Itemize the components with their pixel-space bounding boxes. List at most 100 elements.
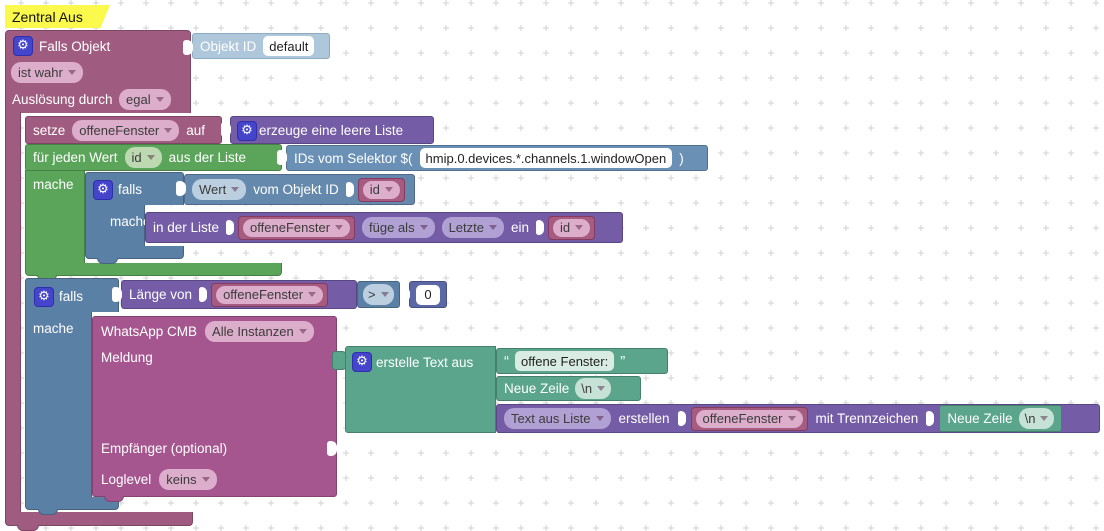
trigger-block-bottom [5, 512, 193, 526]
outer-if-block[interactable]: ⚙ falls [25, 278, 119, 312]
input-socket [400, 287, 410, 302]
set-variable-value: offeneFenster [79, 122, 160, 138]
list-insert-pos-dropdown[interactable]: Letzte [441, 217, 504, 238]
join-list-block[interactable]: Text aus Liste erstellen offeneFenster m… [496, 404, 1100, 433]
dropdown-arrow-icon [231, 187, 240, 192]
selector-label: IDs vom Selektor $( [294, 150, 413, 166]
trigger-ausloesung-dropdown[interactable]: egal [119, 89, 171, 110]
compare-block[interactable]: > [357, 281, 400, 308]
gear-icon[interactable]: ⚙ [93, 180, 113, 200]
join-mode-dropdown[interactable]: Text aus Liste [504, 408, 611, 429]
variable-offenefenster-dropdown[interactable]: offeneFenster [243, 218, 351, 237]
input-socket [221, 122, 231, 137]
set-variable-dropdown[interactable]: offeneFenster [72, 119, 180, 141]
object-id-block[interactable]: Objekt ID default [192, 33, 330, 59]
compare-op-dropdown[interactable]: > [363, 284, 394, 305]
variable-offenefenster-value: offeneFenster [223, 287, 304, 302]
whatsapp-loglevel-label: Loglevel [101, 472, 152, 487]
dropdown-arrow-icon [146, 155, 155, 160]
selector-close-label: ) [679, 150, 684, 166]
gear-icon[interactable]: ⚙ [237, 121, 257, 141]
inner-if-block[interactable]: ⚙ falls [85, 172, 184, 205]
trigger-block[interactable]: ⚙ Falls Objekt ist wahr Auslösung durch … [5, 30, 191, 113]
outer-if-bottom [25, 497, 119, 510]
outer-if-spine: mache [25, 312, 92, 497]
get-value-mode: Wert [199, 182, 227, 197]
input-socket [677, 411, 686, 426]
whatsapp-block[interactable]: WhatsApp CMB Alle Instanzen Meldung Empf… [92, 316, 337, 497]
input-socket [183, 40, 193, 55]
object-id-field[interactable]: default [263, 36, 315, 56]
compare-op-value: > [368, 287, 376, 302]
variable-id-block[interactable]: id [548, 215, 596, 240]
create-text-block[interactable]: ⚙ erstelle Text aus [345, 346, 496, 433]
set-variable-block[interactable]: setze offeneFenster auf [25, 116, 222, 144]
dropdown-arrow-icon [787, 416, 796, 421]
create-list-label: erzeuge eine leere Liste [259, 122, 404, 138]
variable-offenefenster-dropdown[interactable]: offeneFenster [695, 409, 803, 428]
variable-offenefenster-block[interactable]: offeneFenster [211, 282, 329, 307]
variable-id-block[interactable]: id [357, 177, 405, 202]
gear-icon[interactable]: ⚙ [352, 352, 372, 372]
selector-block[interactable]: IDs vom Selektor $( hmip.0.devices.*.cha… [286, 145, 708, 171]
comment-tag[interactable]: Zentral Aus [5, 5, 110, 28]
get-value-block[interactable]: Wert vom Objekt ID id [184, 174, 415, 205]
inner-if-spine: mache [85, 205, 151, 246]
inner-if-next-tab [97, 258, 118, 264]
newline-dropdown[interactable]: \n [1018, 408, 1055, 429]
empty-input-socket [327, 441, 337, 456]
variable-offenefenster-value: offeneFenster [250, 220, 331, 235]
trigger-ausloesung-label: Auslösung durch [12, 92, 113, 107]
gear-glyph: ⚙ [97, 181, 109, 196]
newline-block[interactable]: Neue Zeile \n [496, 376, 641, 401]
dropdown-arrow-icon [201, 477, 210, 482]
selector-field[interactable]: hmip.0.devices.*.channels.1.windowOpen [419, 148, 673, 168]
list-insert-block[interactable]: in der Liste offeneFenster füge als Letz… [145, 212, 623, 243]
dropdown-arrow-icon [419, 225, 428, 230]
number-field[interactable]: 0 [416, 284, 440, 305]
whatsapp-meldung-label: Meldung [101, 350, 153, 365]
foreach-list-label: aus der Liste [168, 150, 246, 165]
variable-offenefenster-block[interactable]: offeneFenster [238, 215, 356, 240]
trigger-istwahr-value: ist wahr [18, 65, 63, 80]
inner-if-mache-label: mache [110, 214, 151, 229]
input-socket [926, 411, 935, 426]
variable-id-dropdown[interactable]: id [553, 218, 591, 237]
create-empty-list-block[interactable]: ⚙ erzeuge eine leere Liste [230, 116, 434, 144]
get-value-dropdown[interactable]: Wert [192, 179, 247, 200]
join-mode-value: Text aus Liste [511, 411, 591, 426]
dropdown-arrow-icon [380, 292, 389, 297]
foreach-variable-dropdown[interactable]: id [124, 147, 162, 168]
gear-glyph: ⚙ [38, 288, 50, 303]
newline-value: \n [1024, 411, 1036, 426]
trigger-istwahr-dropdown[interactable]: ist wahr [11, 62, 83, 83]
dropdown-arrow-icon [164, 127, 173, 133]
whatsapp-header: WhatsApp CMB Alle Instanzen [101, 321, 314, 342]
gear-glyph: ⚙ [241, 122, 253, 137]
variable-id-dropdown[interactable]: id [362, 180, 400, 199]
foreach-block[interactable]: für jeden Wert id aus der Liste [25, 144, 282, 171]
number-block[interactable]: 0 [409, 281, 447, 308]
text-string-block[interactable]: “ offene Fenster: ” [496, 348, 668, 374]
outer-if-next-tab [38, 509, 58, 515]
foreach-variable-value: id [131, 150, 142, 165]
input-socket [199, 287, 208, 302]
length-of-block[interactable]: Länge von offeneFenster [121, 280, 357, 309]
whatsapp-empfaenger-label: Empfänger (optional) [101, 441, 228, 456]
foreach-label: für jeden Wert [33, 150, 118, 165]
list-insert-op-dropdown[interactable]: füge als [362, 217, 435, 238]
variable-id-value: id [560, 220, 571, 235]
dropdown-arrow-icon [1040, 416, 1049, 421]
trigger-ausloesung-value: egal [126, 92, 151, 107]
whatsapp-instance-dropdown[interactable]: Alle Instanzen [205, 321, 314, 342]
newline-separator-block[interactable]: Neue Zeile \n [939, 405, 1063, 432]
whatsapp-loglevel-dropdown[interactable]: keins [159, 469, 217, 490]
newline-dropdown[interactable]: \n [575, 378, 612, 399]
variable-offenefenster-block[interactable]: offeneFenster [690, 406, 808, 431]
gear-glyph: ⚙ [17, 37, 29, 52]
gear-icon[interactable]: ⚙ [34, 287, 54, 307]
variable-offenefenster-dropdown[interactable]: offeneFenster [216, 285, 324, 304]
text-string-field[interactable]: offene Fenster: [515, 351, 615, 371]
gear-icon[interactable]: ⚙ [13, 36, 33, 56]
